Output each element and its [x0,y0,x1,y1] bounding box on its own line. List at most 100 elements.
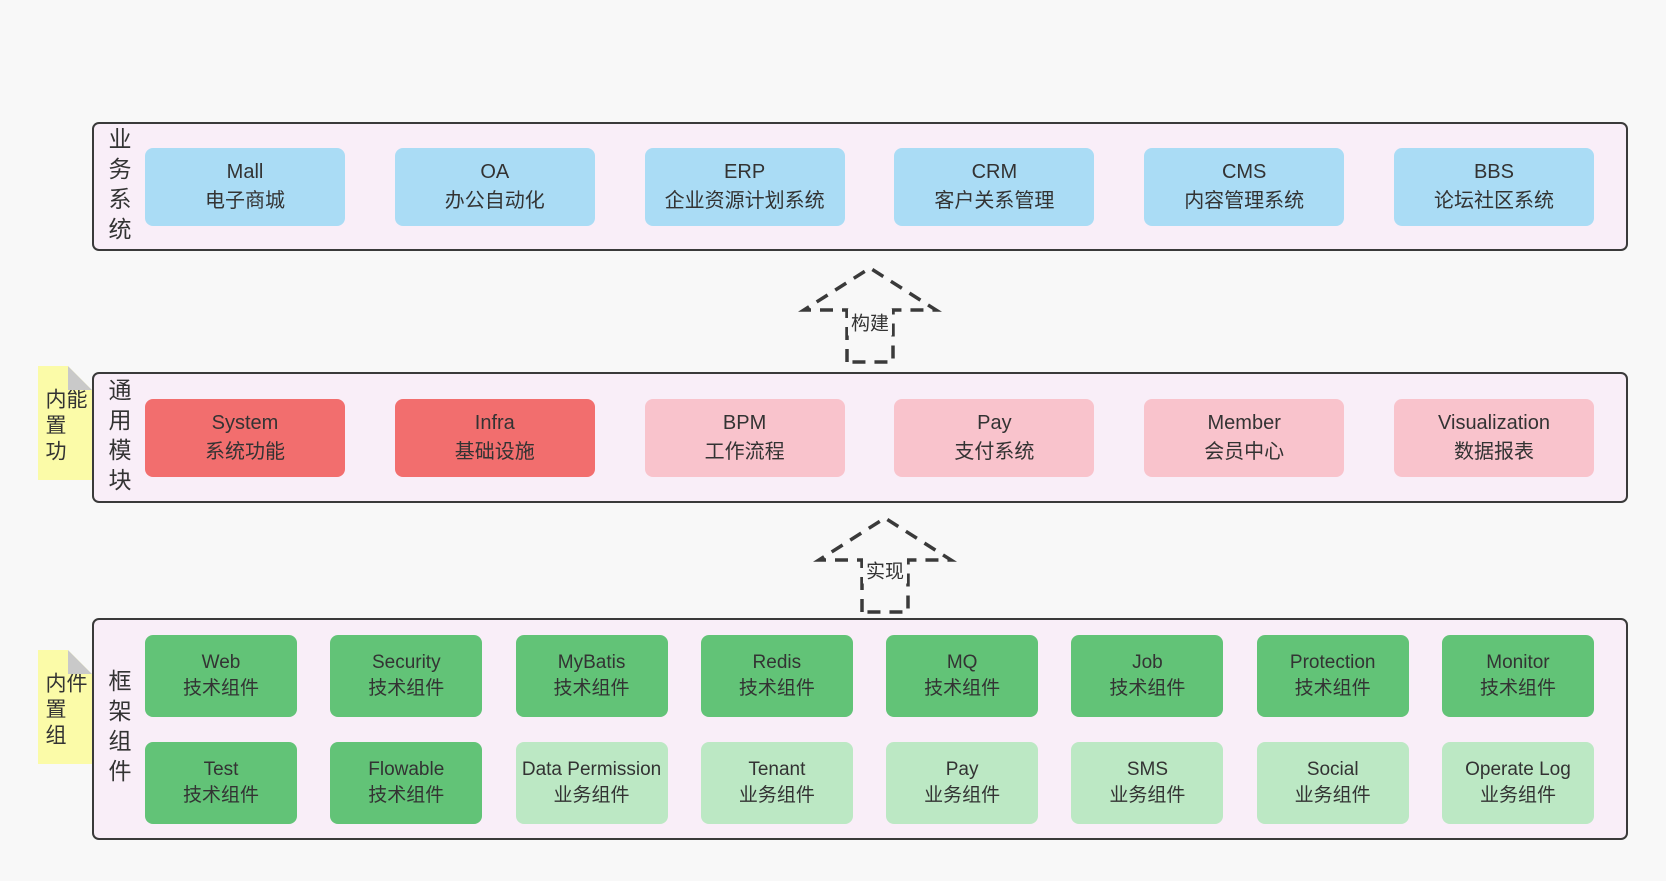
box-title: Pay [945,759,979,781]
box-visualization: Visualization 数据报表 [1393,398,1594,477]
box-sms: SMS 业务组件 [1071,741,1224,824]
box-title: Web [201,652,241,674]
panel-framework-components: 框架组件 Web 技术组件 Security 技术组件 MyBatis 技术组件… [92,618,1628,840]
box-title: Test [203,759,239,781]
box-subtitle: 工作流程 [704,440,785,463]
box-title: Member [1207,412,1281,435]
sticky-note-builtin-features: 内置功能 [38,366,92,480]
box-security: Security 技术组件 [330,634,483,717]
box-member: Member 会员中心 [1144,398,1345,477]
box-subtitle: 技术组件 [182,784,259,806]
box-title: MQ [946,652,978,674]
box-title: CRM [971,161,1018,184]
box-flowable: Flowable 技术组件 [330,741,483,824]
box-subtitle: 业务组件 [1479,784,1556,806]
box-subtitle: 业务组件 [924,784,1001,806]
box-title: BPM [722,412,767,435]
box-subtitle: 客户关系管理 [934,189,1055,212]
components-grid: Web 技术组件 Security 技术组件 MyBatis 技术组件 Redi… [145,634,1594,824]
box-subtitle: 业务组件 [553,784,630,806]
box-subtitle: 技术组件 [368,784,445,806]
components-row-2: Test 技术组件 Flowable 技术组件 Data Permission … [145,741,1594,824]
box-subtitle: 技术组件 [738,677,815,699]
box-title: Data Permission [521,759,662,781]
panel-business-side-label: 业务系统 [105,126,131,247]
box-title: Monitor [1486,652,1550,674]
implement-arrow-label: 实现 [862,556,908,584]
box-title: Job [1132,652,1163,674]
box-title: Pay [977,412,1012,435]
panel-business-systems: 业务系统 Mall 电子商城 OA 办公自动化 ERP 企业资源计划系统 CRM… [92,122,1628,251]
box-subtitle: 数据报表 [1453,440,1534,463]
sticky-fold-icon [68,650,92,674]
box-crm: CRM 客户关系管理 [894,147,1095,226]
box-mybatis: MyBatis 技术组件 [515,634,668,717]
box-subtitle: 业务组件 [738,784,815,806]
panel-components-side-label: 框架组件 [105,669,131,789]
box-redis: Redis 技术组件 [700,634,853,717]
components-row-1: Web 技术组件 Security 技术组件 MyBatis 技术组件 Redi… [145,634,1594,717]
sticky-note-label: 内置组件 [43,672,87,750]
box-subtitle: 技术组件 [1294,677,1371,699]
box-subtitle: 技术组件 [182,677,259,699]
box-title: Operate Log [1465,759,1571,781]
box-subtitle: 企业资源计划系统 [664,189,825,212]
sticky-fold-icon [68,366,92,390]
box-pay-module: Pay 支付系统 [894,398,1095,477]
box-title: Visualization [1438,412,1550,435]
box-subtitle: 技术组件 [1479,677,1556,699]
box-subtitle: 会员中心 [1204,440,1285,463]
box-subtitle: 业务组件 [1109,784,1186,806]
box-subtitle: 系统功能 [205,440,285,463]
box-title: CMS [1221,161,1267,184]
box-subtitle: 电子商城 [205,189,285,212]
panel-common-modules: 通用模块 System 系统功能 Infra 基础设施 BPM 工作流程 Pay… [92,372,1628,503]
build-arrow-label: 构建 [847,308,893,336]
box-erp: ERP 企业资源计划系统 [644,147,845,226]
box-title: Security [371,652,441,674]
box-subtitle: 论坛社区系统 [1433,189,1554,212]
box-subtitle: 内容管理系统 [1184,189,1305,212]
box-social: Social 业务组件 [1256,741,1409,824]
box-test: Test 技术组件 [145,741,297,824]
sticky-note-label: 内置功能 [43,388,87,466]
box-title: Mall [226,161,264,184]
business-box-row: Mall 电子商城 OA 办公自动化 ERP 企业资源计划系统 CRM 客户关系… [145,147,1594,226]
box-title: Protection [1289,652,1376,674]
implement-arrow-icon [812,515,958,614]
box-web: Web 技术组件 [145,634,297,717]
box-subtitle: 技术组件 [924,677,1001,699]
box-title: MyBatis [557,652,626,674]
box-title: SMS [1126,759,1168,781]
panel-modules-side-label: 通用模块 [105,377,131,498]
box-oa: OA 办公自动化 [394,147,595,226]
box-title: OA [480,161,510,184]
box-pay-component: Pay 业务组件 [886,741,1039,824]
build-arrow-icon [797,265,943,364]
modules-box-row: System 系统功能 Infra 基础设施 BPM 工作流程 Pay 支付系统… [145,398,1594,477]
box-subtitle: 支付系统 [954,440,1035,463]
box-data-permission: Data Permission 业务组件 [515,741,668,824]
box-bpm: BPM 工作流程 [644,398,845,477]
box-title: Flowable [368,759,445,781]
box-subtitle: 业务组件 [1294,784,1371,806]
box-subtitle: 技术组件 [368,677,445,699]
box-protection: Protection 技术组件 [1256,634,1409,717]
box-job: Job 技术组件 [1071,634,1224,717]
box-monitor: Monitor 技术组件 [1441,634,1594,717]
box-system: System 系统功能 [145,398,345,477]
sticky-note-builtin-components: 内置组件 [38,650,92,764]
box-title: ERP [724,161,766,184]
box-subtitle: 办公自动化 [444,189,545,212]
box-title: System [211,412,279,435]
box-tenant: Tenant 业务组件 [700,741,853,824]
box-mall: Mall 电子商城 [145,147,345,226]
box-mq: MQ 技术组件 [886,634,1039,717]
box-subtitle: 技术组件 [553,677,630,699]
box-title: Tenant [748,759,806,781]
box-subtitle: 技术组件 [1109,677,1186,699]
box-title: Infra [474,412,515,435]
box-title: Social [1306,759,1359,781]
box-bbs: BBS 论坛社区系统 [1393,147,1594,226]
box-subtitle: 基础设施 [454,440,535,463]
